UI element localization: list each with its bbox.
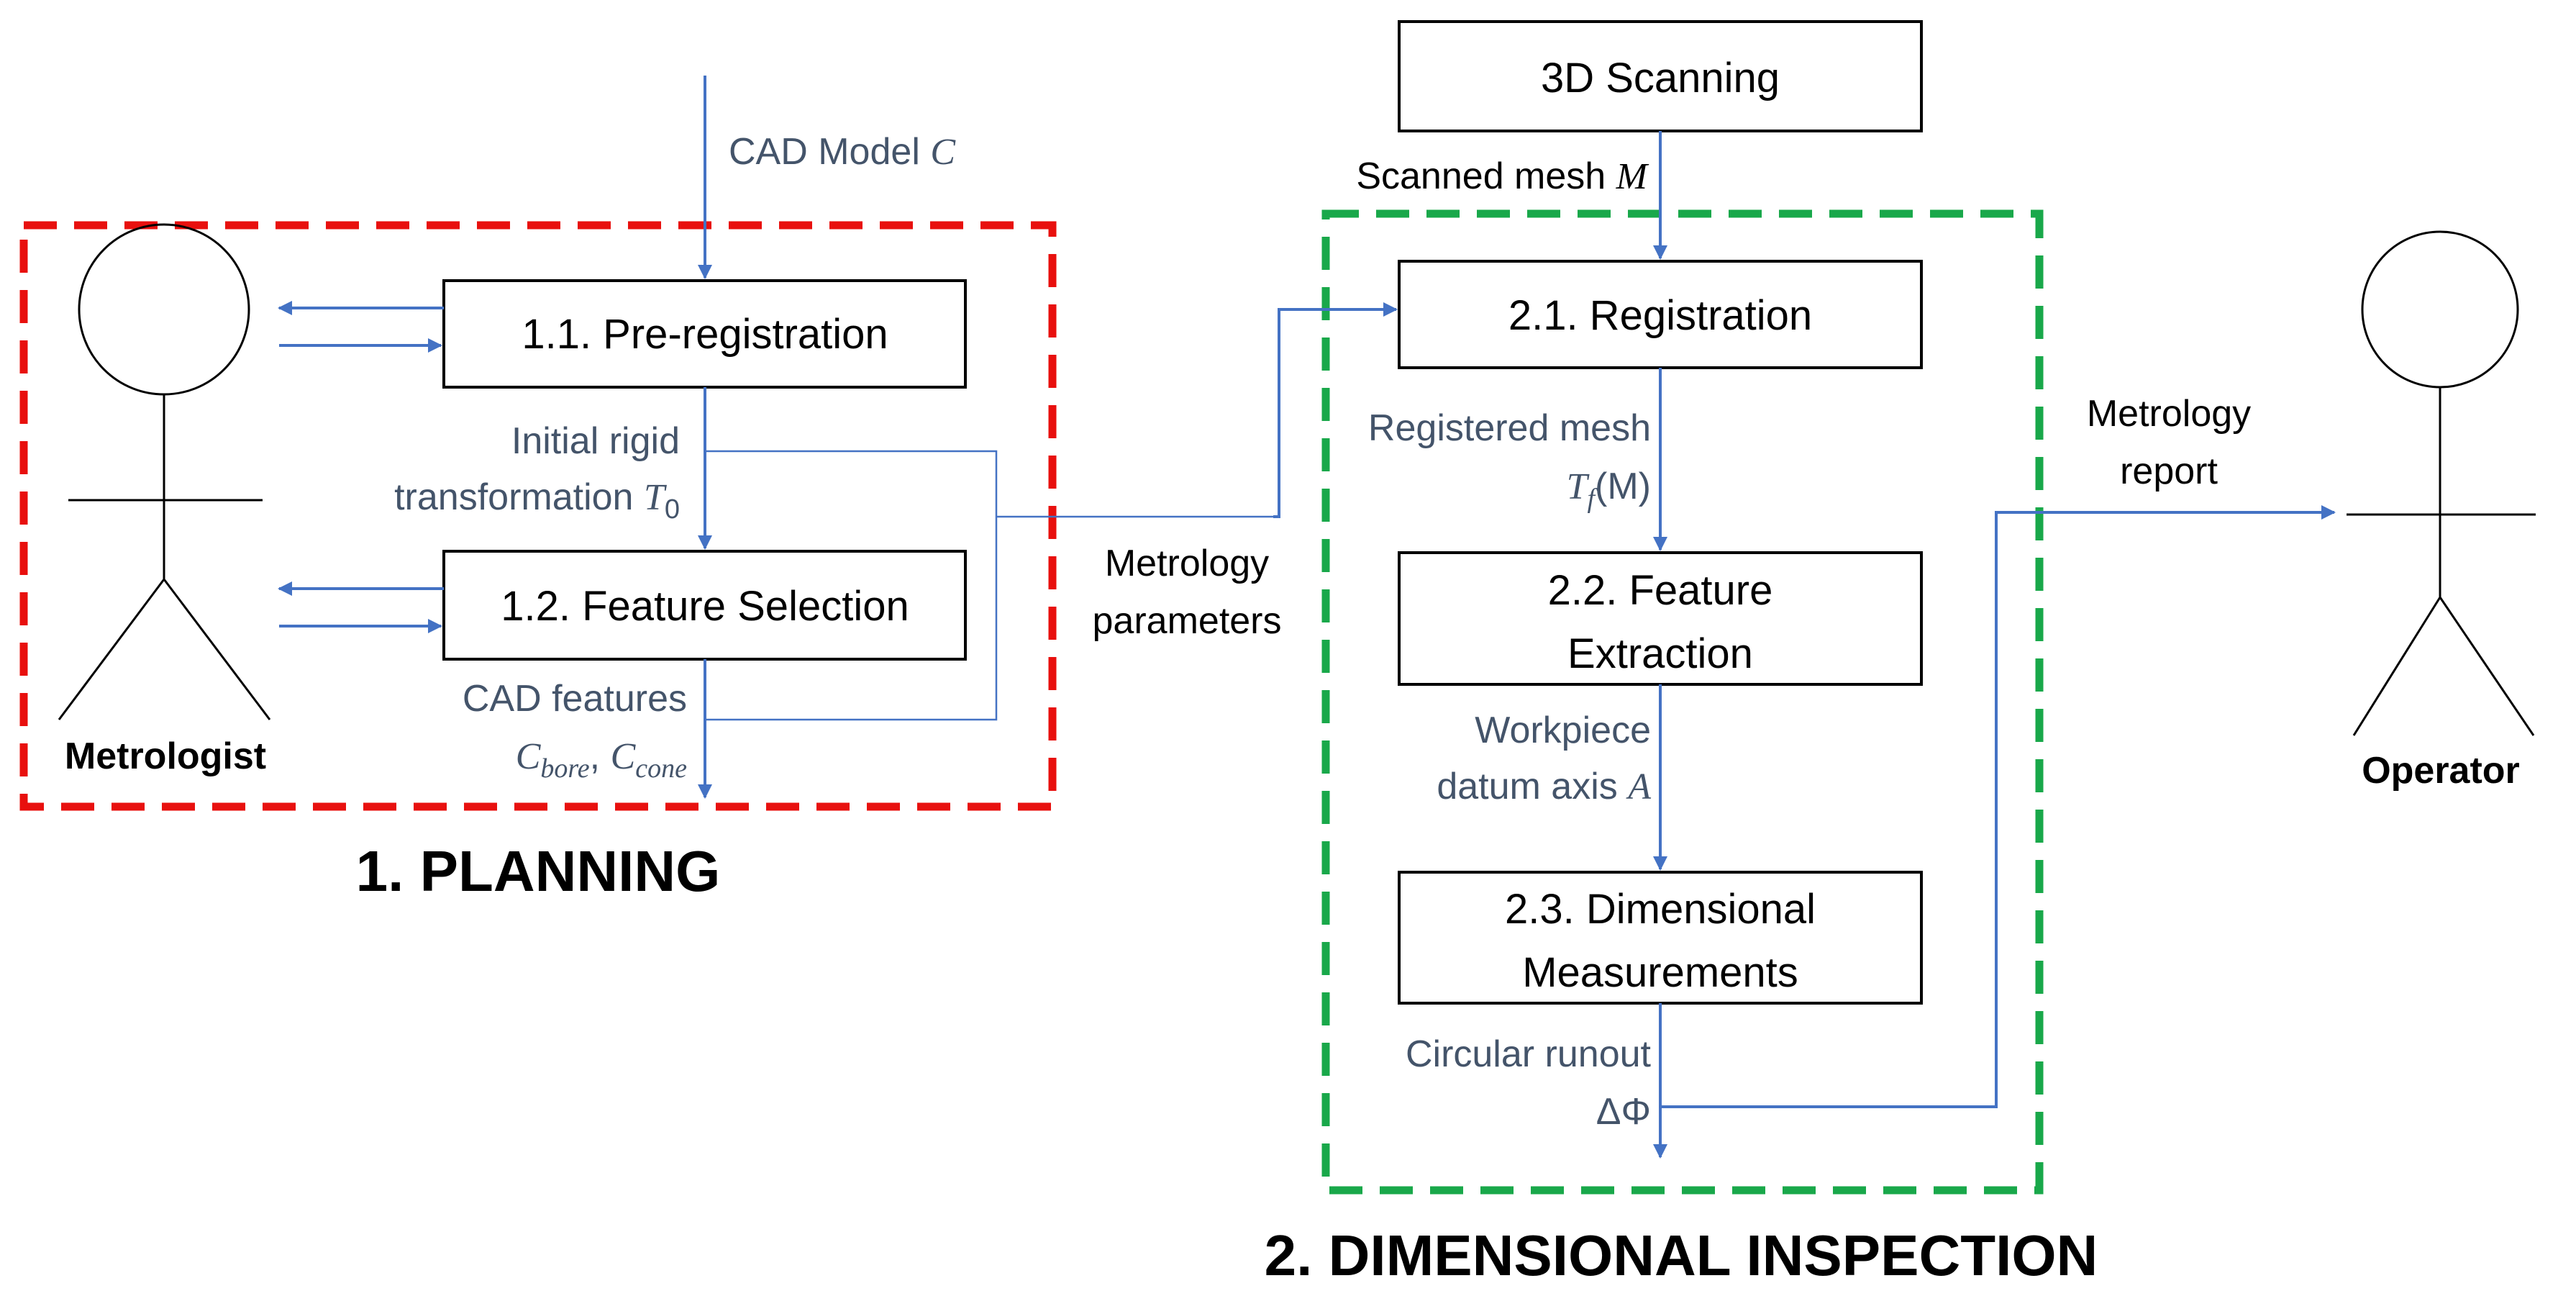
dimensional-measurements-label-line2: Measurements bbox=[1522, 949, 1798, 996]
circular-runout-label-line1: Circular runout bbox=[1406, 1033, 1652, 1075]
metrology-parameters-label-line1: Metrology bbox=[1105, 543, 1269, 584]
pre-registration-label: 1.1. Pre-registration bbox=[522, 311, 888, 358]
scanned-mesh-label: Scanned mesh M bbox=[1356, 155, 1649, 197]
dimensional-measurements-label-line1: 2.3. Dimensional bbox=[1505, 886, 1816, 933]
feature-selection-label: 1.2. Feature Selection bbox=[501, 583, 909, 630]
cad-features-label-line1: CAD features bbox=[463, 678, 687, 720]
registration-node: 2.1. Registration bbox=[1398, 260, 1923, 369]
pre-registration-node: 1.1. Pre-registration bbox=[442, 279, 967, 389]
metrology-report-arrow bbox=[1660, 505, 2336, 1108]
initial-rigid-label-line1: Initial rigid bbox=[511, 420, 680, 462]
feature-selection-node: 1.2. Feature Selection bbox=[442, 550, 967, 661]
circular-runout-label-line2: ΔΦ bbox=[1596, 1091, 1651, 1133]
planning-title: 1. PLANNING bbox=[356, 839, 721, 903]
registered-mesh-label-line2: Tf(M) bbox=[1567, 466, 1651, 514]
operator-label: Operator bbox=[2362, 750, 2520, 792]
registration-label: 2.1. Registration bbox=[1508, 292, 1812, 339]
feature-extraction-node: 2.2. Feature Extraction bbox=[1398, 551, 1923, 686]
datum-axis-label-line2: datum axis A bbox=[1437, 766, 1651, 807]
feature-extraction-label-line1: 2.2. Feature bbox=[1548, 567, 1773, 614]
initial-rigid-collector-line bbox=[705, 450, 998, 721]
inspection-title: 2. DIMENSIONAL INSPECTION bbox=[1265, 1223, 2098, 1287]
inspection-group-frame bbox=[1321, 209, 2044, 1195]
registered-mesh-label-line1: Registered mesh bbox=[1368, 407, 1651, 449]
metrology-report-label-line1: Metrology bbox=[2087, 393, 2251, 435]
metrology-report-label-line2: report bbox=[2120, 450, 2218, 492]
initial-rigid-label-line2: transformation T0 bbox=[394, 476, 680, 525]
scanning-label: 3D Scanning bbox=[1541, 55, 1780, 101]
feature-extraction-label-line2: Extraction bbox=[1567, 630, 1753, 677]
cad-features-label-line2: Cbore, Ccone bbox=[516, 735, 687, 784]
cad-model-label: CAD Model C bbox=[729, 131, 956, 173]
datum-axis-label-line1: Workpiece bbox=[1475, 710, 1651, 751]
metrologist-figure bbox=[58, 223, 271, 720]
dimensional-measurements-node: 2.3. Dimensional Measurements bbox=[1398, 871, 1923, 1005]
operator-figure bbox=[2347, 230, 2536, 736]
metrology-parameters-label-line2: parameters bbox=[1093, 600, 1282, 642]
metrology-parameters-arrow bbox=[1273, 302, 1398, 518]
scanning-node: 3D Scanning bbox=[1398, 20, 1923, 132]
metrologist-label: Metrologist bbox=[65, 735, 266, 777]
